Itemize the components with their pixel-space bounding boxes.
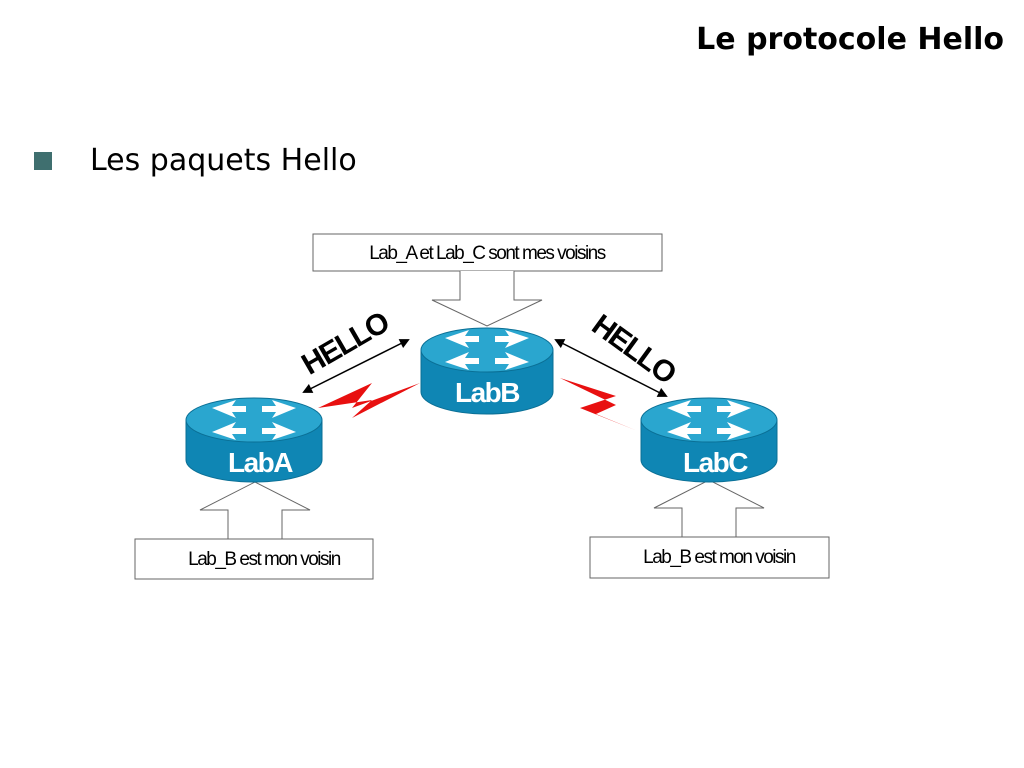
callout-right-arrow — [653, 479, 765, 538]
hello-label-right: HELLO — [586, 308, 683, 391]
slide-title: Le protocole Hello — [696, 22, 1004, 57]
hello-arrow-left — [302, 339, 410, 393]
callout-left-text: Lab_B est mon voisin — [188, 549, 341, 570]
callout-top: Lab_A et Lab_C sont mes voisins — [312, 233, 663, 327]
link-a-b — [318, 383, 420, 418]
callout-right: Lab_B est mon voisin — [589, 479, 830, 579]
callout-right-text: Lab_B est mon voisin — [643, 547, 796, 568]
router-lab-a: LabA — [185, 397, 323, 483]
callout-left-arrow — [199, 481, 311, 540]
bullet-square-icon — [34, 151, 52, 170]
router-lab-c: LabC — [640, 397, 778, 483]
hello-arrow-right — [554, 339, 668, 397]
callout-top-text: Lab_A et Lab_C sont mes voisins — [369, 243, 606, 264]
callout-left: Lab_B est mon voisin — [134, 481, 374, 580]
router-a-label: LabA — [228, 447, 293, 478]
callout-top-arrow — [431, 271, 543, 327]
router-lab-b: LabB — [420, 327, 554, 415]
bullet-text: Les paquets Hello — [90, 143, 357, 178]
hello-label-left: HELLO — [296, 305, 395, 381]
link-b-c — [560, 378, 640, 432]
router-b-label: LabB — [455, 377, 519, 408]
router-c-label: LabC — [683, 447, 748, 478]
bullet-item: Les paquets Hello — [34, 143, 357, 178]
